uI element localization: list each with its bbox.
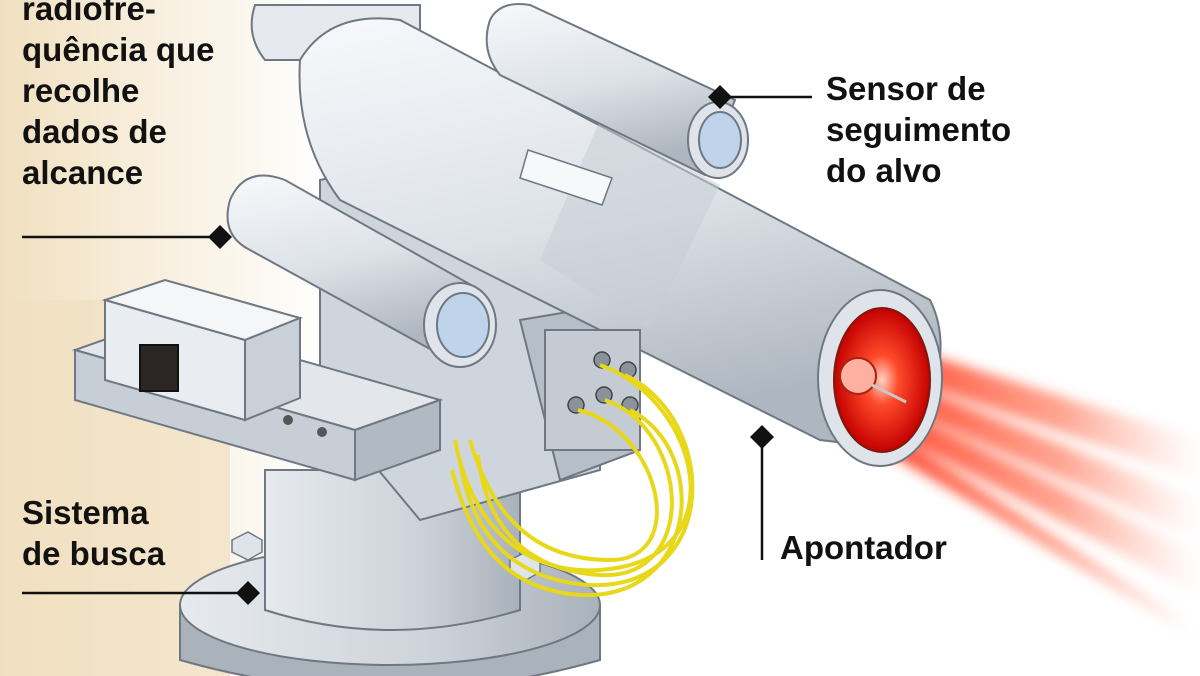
label-target-tracking-sensor: Sensor de seguimento do alvo [826,68,1011,191]
leader-apontador [750,425,774,560]
leader-busca [22,581,260,605]
main-barrel [298,17,943,467]
tracking-sensor-tube [485,3,749,179]
label-line: recolhe [22,72,140,109]
laser-beam [850,405,1200,640]
leader-radio [22,225,232,249]
label-search-system: Sistema de busca [22,492,165,574]
label-line: seguimento [826,111,1012,148]
leader-diamond-icon [750,425,774,449]
label-line: do alvo [826,152,942,189]
label-line: radiofre- [22,0,156,27]
label-line: Sistema [22,494,149,531]
label-line: Sensor de [826,70,986,107]
label-line: de busca [22,535,166,572]
laser-beam [850,385,1200,595]
leader-diamond-icon [208,225,232,249]
label-line: alcance [22,154,144,191]
label-pointer: Apontador [780,527,947,568]
leader-diamond-icon [236,581,260,605]
label-radiofrequency-rangefinder: radiofre- quência que recolhe dados de a… [22,0,215,193]
leader-diamond-icon [708,85,732,109]
search-system-platform [71,278,444,482]
label-line: dados de [22,113,167,150]
leader-sensor [708,85,812,109]
connector-box [544,329,641,451]
rangefinder-tube [226,174,497,368]
label-line: Apontador [780,529,947,566]
label-line: quência que [22,31,215,68]
pedestal [179,469,601,676]
cables [450,363,695,598]
